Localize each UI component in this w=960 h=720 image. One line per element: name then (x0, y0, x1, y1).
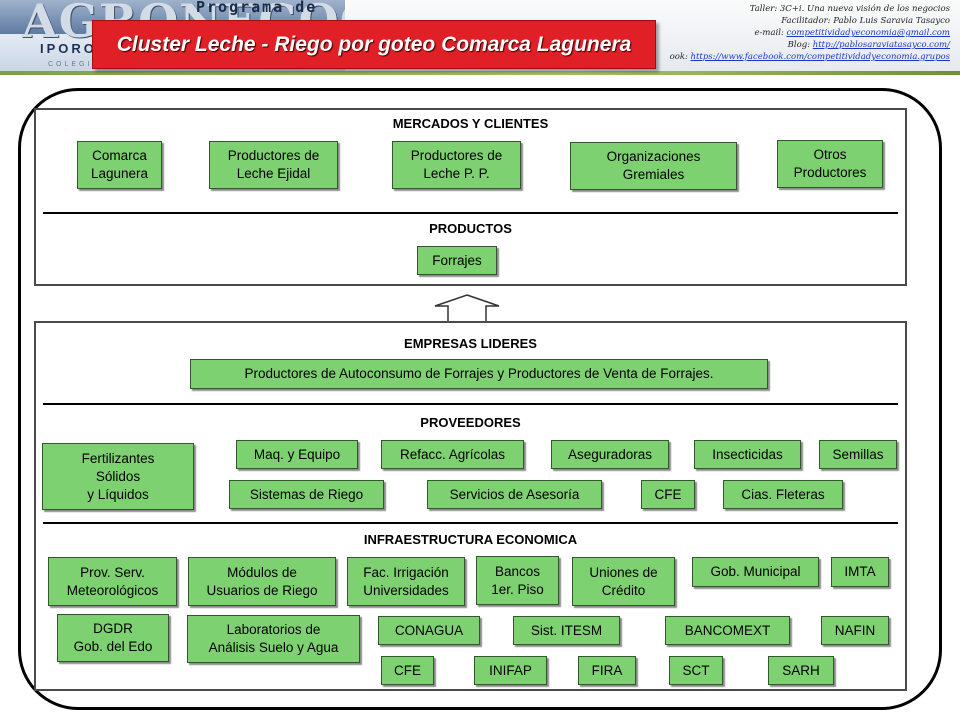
supplier-node: Semillas (819, 440, 897, 469)
email-link[interactable]: competitividadyeconomia@gmail.com (786, 28, 950, 38)
info-facebook-label: ook: (669, 52, 691, 62)
infrastructure-node: CFE (381, 656, 434, 685)
slide-header: AGRONEGOCIOS Programa de IPOROU COLEGIO … (0, 0, 960, 75)
infrastructure-node: NAFIN (821, 616, 889, 645)
supplier-node: Maq. y Equipo (236, 440, 358, 469)
info-email-row: e-mail: competitividadyeconomia@gmail.co… (390, 27, 951, 39)
logo-subtitle: IPOROU (40, 41, 110, 56)
facebook-link[interactable]: https://www.facebook.com/competitividady… (690, 52, 950, 62)
slide-title: Cluster Leche - Riego por goteo Comarca … (116, 33, 632, 56)
workshop-info: Taller: 3C+i. Una nueva visión de los ne… (390, 3, 950, 63)
infrastructure-node: CONAGUA (378, 616, 480, 645)
infrastructure-node: Prov. Serv.Meteorológicos (48, 557, 177, 606)
cluster-frame (18, 88, 942, 710)
infrastructure-node: BANCOMEXT (665, 616, 790, 645)
infrastructure-node: INIFAP (474, 656, 547, 685)
infrastructure-node: SARH (768, 656, 834, 685)
title-banner: Cluster Leche - Riego por goteo Comarca … (92, 20, 656, 69)
heading-products: PRODUCTOS (429, 221, 512, 236)
divider-line (43, 522, 898, 524)
supplier-node: Aseguradoras (551, 440, 669, 469)
logo-program-label: Programa de (196, 0, 318, 16)
supplier-node: Insecticidas (694, 440, 801, 469)
infrastructure-node: Sist. ITESM (513, 616, 620, 645)
header-divider (0, 71, 960, 75)
divider-line (43, 212, 898, 214)
info-facilitator: Facilitador: Pablo Luis Saravia Tasayco (781, 16, 950, 26)
infrastructure-node: SCT (669, 656, 723, 685)
supplier-node: CFE (641, 480, 695, 509)
supplier-node: Cias. Fleteras (723, 480, 843, 509)
divider-line (43, 403, 898, 405)
product-node: Forrajes (417, 246, 497, 275)
info-facebook-row: ook: https://www.facebook.com/competitiv… (390, 51, 950, 63)
heading-leaders: EMPRESAS LIDERES (404, 336, 537, 351)
heading-markets: MERCADOS Y CLIENTES (392, 116, 549, 131)
supplier-node: Servicios de Asesoría (427, 480, 602, 509)
leader-node: Productores de Autoconsumo de Forrajes y… (190, 359, 768, 389)
heading-suppliers: PROVEEDORES (420, 415, 521, 430)
infrastructure-node: IMTA (831, 557, 889, 587)
supplier-node: Refacc. Agrícolas (381, 440, 524, 469)
infrastructure-node: FIRA (578, 656, 636, 685)
info-email-label: e-mail: (754, 28, 787, 38)
infrastructure-node: Gob. Municipal (692, 557, 819, 587)
supplier-node: Sistemas de Riego (229, 480, 384, 509)
blog-link[interactable]: http://pablosaraviatasayco.com/ (812, 40, 950, 50)
info-workshop: Taller: 3C+i. Una nueva visión de los ne… (749, 4, 950, 14)
heading-infrastructure: INFRAESTRUCTURA ECONOMICA (363, 532, 578, 547)
logo-subtitle-small: COLEGIO (48, 61, 101, 68)
info-blog-label: Blog: (787, 40, 813, 50)
info-blog-row: Blog: http://pablosaraviatasayco.com/ (390, 39, 950, 51)
